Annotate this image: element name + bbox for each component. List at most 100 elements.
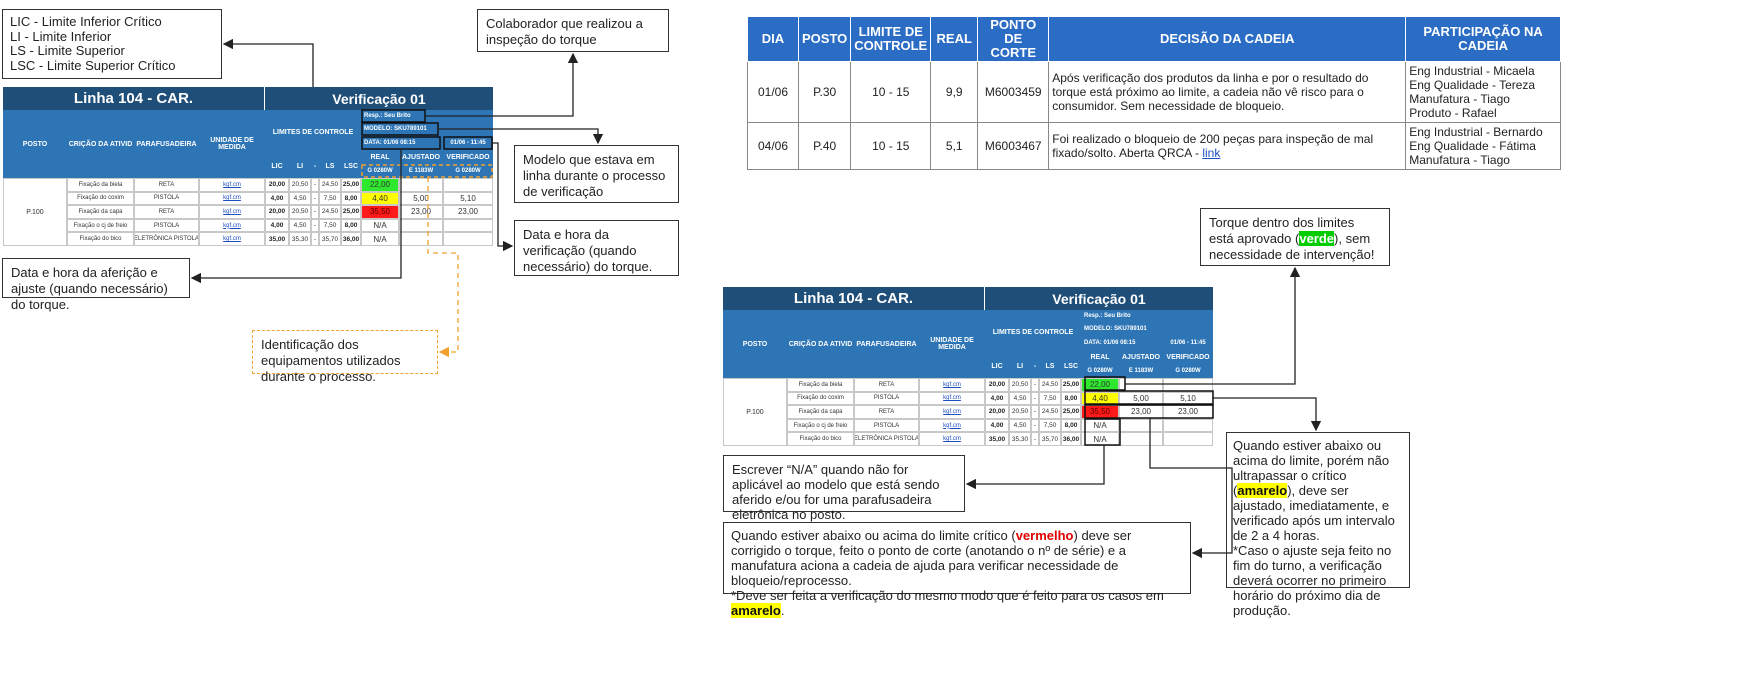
eq-verificado: G 0280W — [1163, 364, 1213, 378]
lim-li: LI — [1009, 354, 1031, 378]
row-lsc: 36,00 — [1061, 432, 1081, 446]
modelo: MODELO: SKU789101 — [361, 122, 493, 136]
cell-limite: 10 - 15 — [850, 61, 932, 123]
row-unid[interactable]: kgf.cm — [919, 418, 985, 433]
row-ls: 24,50 — [319, 205, 341, 219]
callout-na: Escrever “N/A” quando não for aplicável … — [723, 455, 965, 522]
decision-table: DIA POSTO LIMITE DE CONTROLE REAL PONTO … — [747, 16, 1561, 170]
row-li: 20,50 — [1009, 405, 1031, 419]
row-li: 4,50 — [1009, 418, 1031, 433]
row-unid[interactable]: kgf.cm — [919, 391, 985, 406]
row-ajustado — [399, 232, 443, 246]
row-lic: 4,00 — [985, 418, 1009, 433]
lim-lsc: LSC — [341, 154, 361, 178]
legend-lsc: LSC - Limite Superior Crítico — [10, 57, 176, 73]
row-desc: Fixação da biela — [787, 378, 854, 392]
row-real: N/A — [361, 232, 399, 246]
data1-highlight — [361, 136, 441, 150]
row-ls: 35,70 — [319, 232, 341, 246]
row-verificado — [1163, 432, 1213, 446]
row-desc: Fixação do coxim — [787, 391, 854, 406]
verde-arrow — [1125, 266, 1301, 385]
h-ajustado: AJUSTADO — [399, 150, 443, 164]
row-lsc: 8,00 — [1061, 418, 1081, 433]
row-dash: - — [311, 232, 319, 246]
row-lsc: 25,00 — [341, 178, 361, 192]
qrca-link[interactable]: link — [1202, 146, 1221, 160]
participante: Eng Industrial - Bernardo — [1409, 125, 1543, 139]
lim-dash: - — [311, 154, 319, 178]
row-paraf: PISTOLA — [134, 191, 199, 206]
row-unid[interactable]: kgf.cm — [919, 378, 985, 392]
legend-box: LIC - Limite Inferior Crítico LI - Limit… — [2, 9, 222, 79]
eq-real: G 0280W — [361, 164, 399, 178]
h-verificado: VERIFICADO — [443, 150, 493, 164]
row-dash: - — [1031, 418, 1039, 433]
lim-dash: - — [1031, 354, 1039, 378]
equipamentos-highlight — [361, 164, 493, 178]
amarelo-highlight-box — [1084, 390, 1214, 405]
row-dash: - — [311, 178, 319, 192]
row-verificado: 23,00 — [443, 205, 493, 219]
cell-corte: M6003459 — [977, 61, 1050, 123]
row-unid[interactable]: kgf.cm — [199, 218, 265, 233]
cell-corte: M6003467 — [977, 122, 1050, 170]
verde-highlight-box — [1084, 376, 1126, 391]
row-dash: - — [1031, 378, 1039, 392]
row-paraf: PISTOLA — [854, 391, 919, 406]
callout-equipamentos: Identificação dos equipamentos utilizado… — [252, 330, 438, 384]
row-unid[interactable]: kgf.cm — [919, 432, 985, 446]
row-verificado — [1163, 418, 1213, 433]
posto-cell: P.100 — [3, 178, 67, 246]
header-posto: POSTO — [723, 310, 787, 378]
participante: Eng Qualidade - Fátima — [1409, 139, 1536, 153]
row-ls: 24,50 — [1039, 405, 1061, 419]
row-desc: Fixação da capa — [67, 205, 134, 219]
row-li: 35,30 — [1009, 432, 1031, 446]
row-unid[interactable]: kgf.cm — [199, 205, 265, 219]
row-unid[interactable]: kgf.cm — [199, 178, 265, 192]
row-paraf: RETA — [854, 378, 919, 392]
resp: Resp.: Seu Brito — [1081, 310, 1213, 322]
callout-data-verificacao: Data e hora da verificação (quando neces… — [514, 220, 679, 276]
row-lsc: 25,00 — [1061, 405, 1081, 419]
decision-row: 04/06 P.40 10 - 15 5,1 M6003467 Foi real… — [747, 122, 1561, 170]
header-posto: POSTO — [3, 110, 67, 178]
decisao-text: Após verificação dos produtos da linha e… — [1052, 71, 1369, 113]
row-paraf: RETA — [134, 178, 199, 192]
row-unid[interactable]: kgf.cm — [199, 191, 265, 206]
legend-li: LI - Limite Inferior — [10, 28, 112, 44]
row-dash: - — [1031, 391, 1039, 406]
row-lic: 20,00 — [985, 405, 1009, 419]
header-parafusadeira: PARAFUSADEIRA — [854, 310, 919, 378]
row-lsc: 36,00 — [341, 232, 361, 246]
row-li: 20,50 — [289, 178, 311, 192]
callout-colaborador: Colaborador que realizou a inspeção do t… — [477, 9, 669, 52]
header-parafusadeira: PARAFUSADEIRA — [134, 110, 199, 178]
vermelho-before: Quando estiver abaixo ou acima do limite… — [731, 528, 1016, 543]
na-highlight-box — [1084, 418, 1121, 446]
header-descricao: CRIÇÃO DA ATIVID — [67, 110, 134, 178]
row-unid[interactable]: kgf.cm — [199, 232, 265, 246]
callout-modelo: Modelo que estava em linha durante o pro… — [514, 145, 679, 203]
row-real: 35,50 — [361, 205, 399, 219]
row-desc: Fixação o cj de freio — [67, 218, 134, 233]
vermelho-highlight: vermelho — [1015, 528, 1074, 543]
th-decisao: DECISÃO DA CADEIA — [1048, 16, 1407, 62]
posto-cell: P.100 — [723, 378, 787, 446]
row-lic: 20,00 — [265, 178, 289, 192]
row-unid[interactable]: kgf.cm — [919, 405, 985, 419]
th-participacao: PARTICIPAÇÃO NA CADEIA — [1405, 16, 1561, 62]
row-lsc: 8,00 — [341, 218, 361, 233]
legend-arrow — [222, 38, 314, 87]
row-li: 20,50 — [289, 205, 311, 219]
modelo: MODELO: SKU789101 — [1081, 322, 1213, 336]
row-lic: 20,00 — [265, 205, 289, 219]
row-dash: - — [311, 191, 319, 206]
row-real: N/A — [361, 218, 399, 233]
row-lic: 4,00 — [265, 218, 289, 233]
participante: Eng Industrial - Micaela — [1409, 64, 1535, 78]
row-paraf: ELETRÔNICA PISTOLA — [134, 232, 199, 246]
row-desc: Fixação o cj de freio — [787, 418, 854, 433]
